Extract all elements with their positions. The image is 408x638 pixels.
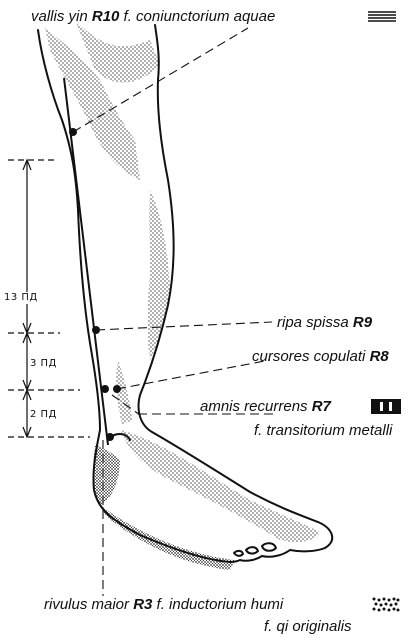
label-r3-function: f. inductorium humi [152,596,283,613]
leader-r9 [96,322,272,330]
label-r9: ripa spissa R9 [277,314,372,332]
toenail-1 [262,543,276,551]
label-r9-name: ripa spissa [277,314,353,331]
label-r3-origin: f. qi originalis [264,618,352,636]
label-r10: vallis yin R10 f. coniunctorium aquae [31,8,275,26]
measure-lower: 2 ПД [30,409,57,421]
measure-middle: 3 ПД [30,358,57,370]
point-r10 [69,128,77,136]
water-symbol-icon [368,10,396,24]
calf-shading [148,190,170,360]
point-r7 [101,385,109,393]
toenail-3 [234,551,243,556]
label-r7-name: amnis recurrens [200,398,312,415]
instep-shading [120,430,320,542]
shading [45,20,320,570]
metal-symbol-icon [371,399,401,414]
label-r7-code: R7 [312,398,331,415]
toenail-2 [246,547,258,553]
label-r7: amnis recurrens R7 [200,398,331,416]
point-r8 [113,385,121,393]
point-r9 [92,326,100,334]
label-r10-name: vallis yin [31,8,92,25]
label-r9-code: R9 [353,314,372,331]
label-r3: rivulus maior R3 f. inductorium humi [44,596,283,614]
point-r3 [106,433,114,441]
label-r8: cursores copulati R8 [252,348,389,366]
heel-shading [93,445,120,505]
measure-upper: 13 ПД [4,292,38,304]
leader-r8 [117,360,270,389]
label-r3-name: rivulus maior [44,596,133,613]
label-r10-code: R10 [92,8,120,25]
label-r10-function: f. coniunctorium aquae [119,8,275,25]
label-r3-code: R3 [133,596,152,613]
label-r8-code: R8 [370,348,389,365]
acupoints [69,128,121,441]
label-r7-function: f. transitorium metalli [254,422,392,440]
label-r8-name: cursores copulati [252,348,370,365]
earth-symbol-icon [372,597,400,613]
